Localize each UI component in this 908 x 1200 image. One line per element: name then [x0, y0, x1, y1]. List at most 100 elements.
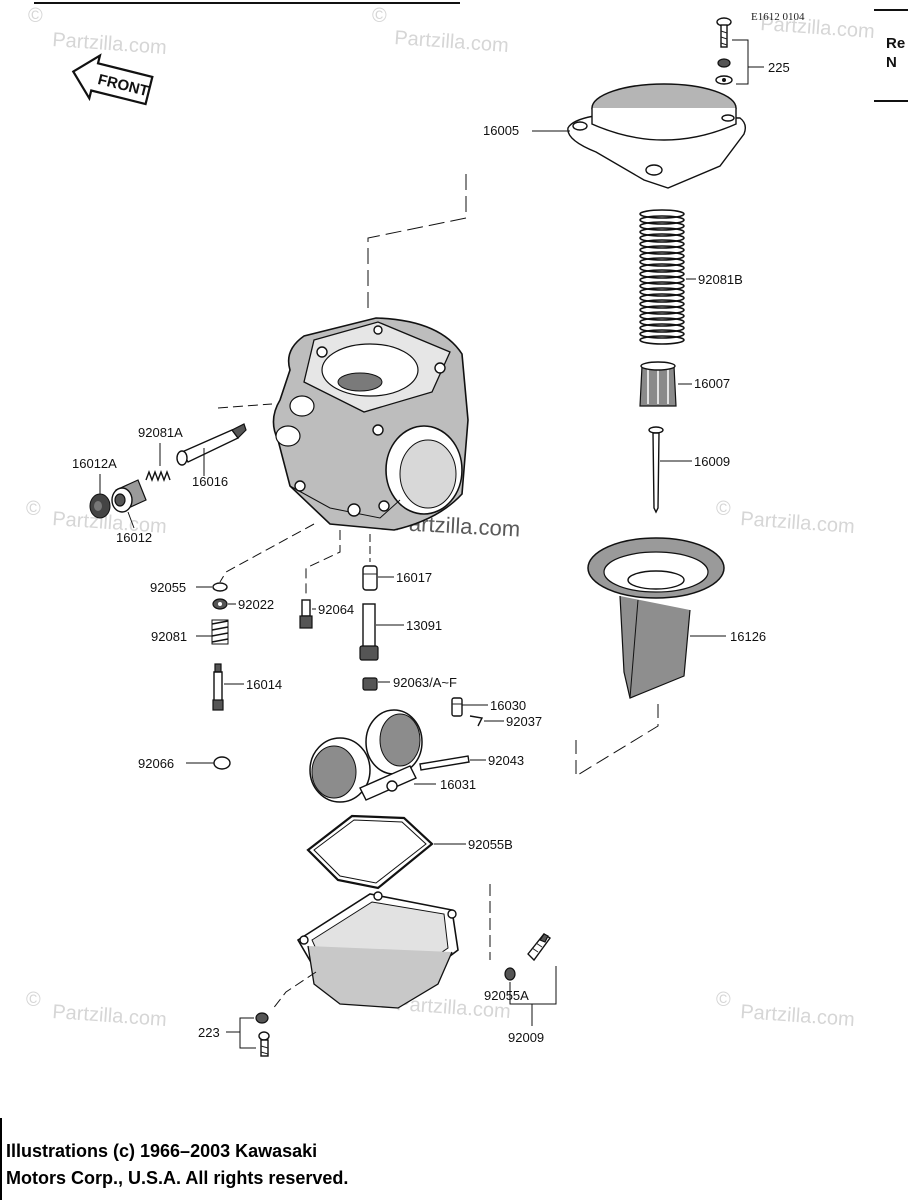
watermark: Partzilla.com	[740, 508, 856, 538]
copyright-bar	[0, 1118, 2, 1200]
o-ring-92055A	[504, 967, 516, 981]
spring-coil	[639, 335, 685, 345]
spring-coil	[639, 269, 685, 279]
float-bowl	[296, 891, 459, 1009]
float-valve-16030	[451, 697, 463, 717]
label-92081B: 92081B	[698, 272, 743, 287]
spring-92081A	[145, 470, 171, 482]
watermark: Partzilla.com	[740, 1001, 856, 1031]
copyright-line-2: Motors Corp., U.S.A. All rights reserved…	[6, 1168, 349, 1188]
cap-16012A	[89, 493, 111, 519]
label-92055: 92055	[150, 580, 186, 595]
clip-92037	[469, 715, 484, 727]
watermark-symbol: ©	[26, 498, 41, 520]
spring-coil	[639, 251, 685, 261]
bleed-pipe-13091	[359, 603, 379, 661]
jet-needle-16009	[648, 426, 664, 514]
label-92055B: 92055B	[468, 837, 513, 852]
spring-coil	[639, 281, 685, 291]
front-arrow: FRONT	[71, 53, 154, 106]
spring-coil	[639, 215, 685, 225]
screw-225	[715, 17, 733, 85]
watermark-symbol: ©	[716, 989, 731, 1011]
spring-coil	[639, 293, 685, 303]
label-92063: 92063/A~F	[393, 675, 457, 690]
watermark-symbol: ©	[28, 5, 43, 27]
top-cover-16005	[567, 83, 747, 189]
label-16014: 16014	[246, 677, 282, 692]
label-92022: 92022	[238, 597, 274, 612]
pilot-screw-16014	[212, 663, 224, 711]
label-16012: 16012	[116, 530, 152, 545]
piston-16126	[587, 537, 725, 699]
spring-coil	[639, 257, 685, 267]
plug-92066	[213, 756, 231, 770]
label-16005: 16005	[483, 123, 519, 138]
label-13091: 13091	[406, 618, 442, 633]
spring-coil	[639, 209, 685, 219]
spring-coil	[639, 263, 685, 273]
spring-coil	[639, 311, 685, 321]
label-92055A: 92055A	[484, 988, 529, 1003]
carburetor-body	[272, 317, 469, 531]
label-225: 225	[768, 60, 790, 75]
label-16031: 16031	[440, 777, 476, 792]
jet-92064	[299, 599, 313, 629]
watermark: Partzilla.com	[52, 29, 168, 59]
edge-text-2: N	[886, 54, 897, 71]
spring-coil	[639, 329, 685, 339]
screws-223	[255, 1012, 270, 1057]
label-16017: 16017	[396, 570, 432, 585]
edge-text-1: Re	[886, 35, 905, 52]
float-16031	[309, 709, 423, 803]
label-92064: 92064	[318, 602, 354, 617]
copyright-notice: Illustrations (c) 1966–2003 Kawasaki Mot…	[6, 1138, 348, 1192]
label-92081: 92081	[151, 629, 187, 644]
spring-92081B	[639, 209, 685, 345]
spring-coil	[639, 239, 685, 249]
watermark: Partzilla.com	[52, 1001, 168, 1031]
label-92043: 92043	[488, 753, 524, 768]
spring-coil	[639, 287, 685, 297]
spring-coil	[639, 323, 685, 333]
main-jet-92063	[362, 677, 378, 691]
copyright-line-1: Illustrations (c) 1966–2003 Kawasaki	[6, 1141, 318, 1161]
label-92009: 92009	[508, 1030, 544, 1045]
label-92037: 92037	[506, 714, 542, 729]
drawing-code: E1612 0104	[751, 11, 805, 23]
spring-coil	[639, 275, 685, 285]
float-pin-92043	[419, 755, 470, 771]
watermark: Partzilla.com	[394, 27, 510, 57]
spring-coil	[639, 245, 685, 255]
label-16126: 16126	[730, 629, 766, 644]
label-16007: 16007	[694, 376, 730, 391]
label-16016: 16016	[192, 474, 228, 489]
watermark-symbol: ©	[26, 989, 41, 1011]
plug-16012	[111, 479, 147, 513]
label-92066: 92066	[138, 756, 174, 771]
spring-coil	[639, 305, 685, 315]
needle-retainer-16007	[639, 361, 677, 407]
gasket-92055B	[306, 814, 434, 890]
watermark-symbol: ©	[372, 5, 387, 27]
label-16012A: 16012A	[72, 456, 117, 471]
drain-screw-92009	[527, 933, 551, 962]
watermark-symbol: ©	[716, 498, 731, 520]
spring-coil	[639, 317, 685, 327]
spring-coil	[639, 221, 685, 231]
spring-coil	[639, 233, 685, 243]
spring-coil	[639, 299, 685, 309]
label-16009: 16009	[694, 454, 730, 469]
needle-jet-16017	[362, 565, 378, 591]
spring-coil	[639, 227, 685, 237]
label-223: 223	[198, 1025, 220, 1040]
o-ring-92055	[212, 582, 228, 592]
part-labels: 225 16005 92081B 16007 16009 16126 92081…	[72, 60, 790, 1045]
label-92081A: 92081A	[138, 425, 183, 440]
valve-seat-16016	[176, 423, 247, 466]
washer-92022	[212, 598, 228, 610]
spring-92081	[211, 619, 229, 645]
label-16030: 16030	[490, 698, 526, 713]
watermarks: © Partzilla.com © Partzilla.com Partzill…	[26, 5, 875, 1031]
